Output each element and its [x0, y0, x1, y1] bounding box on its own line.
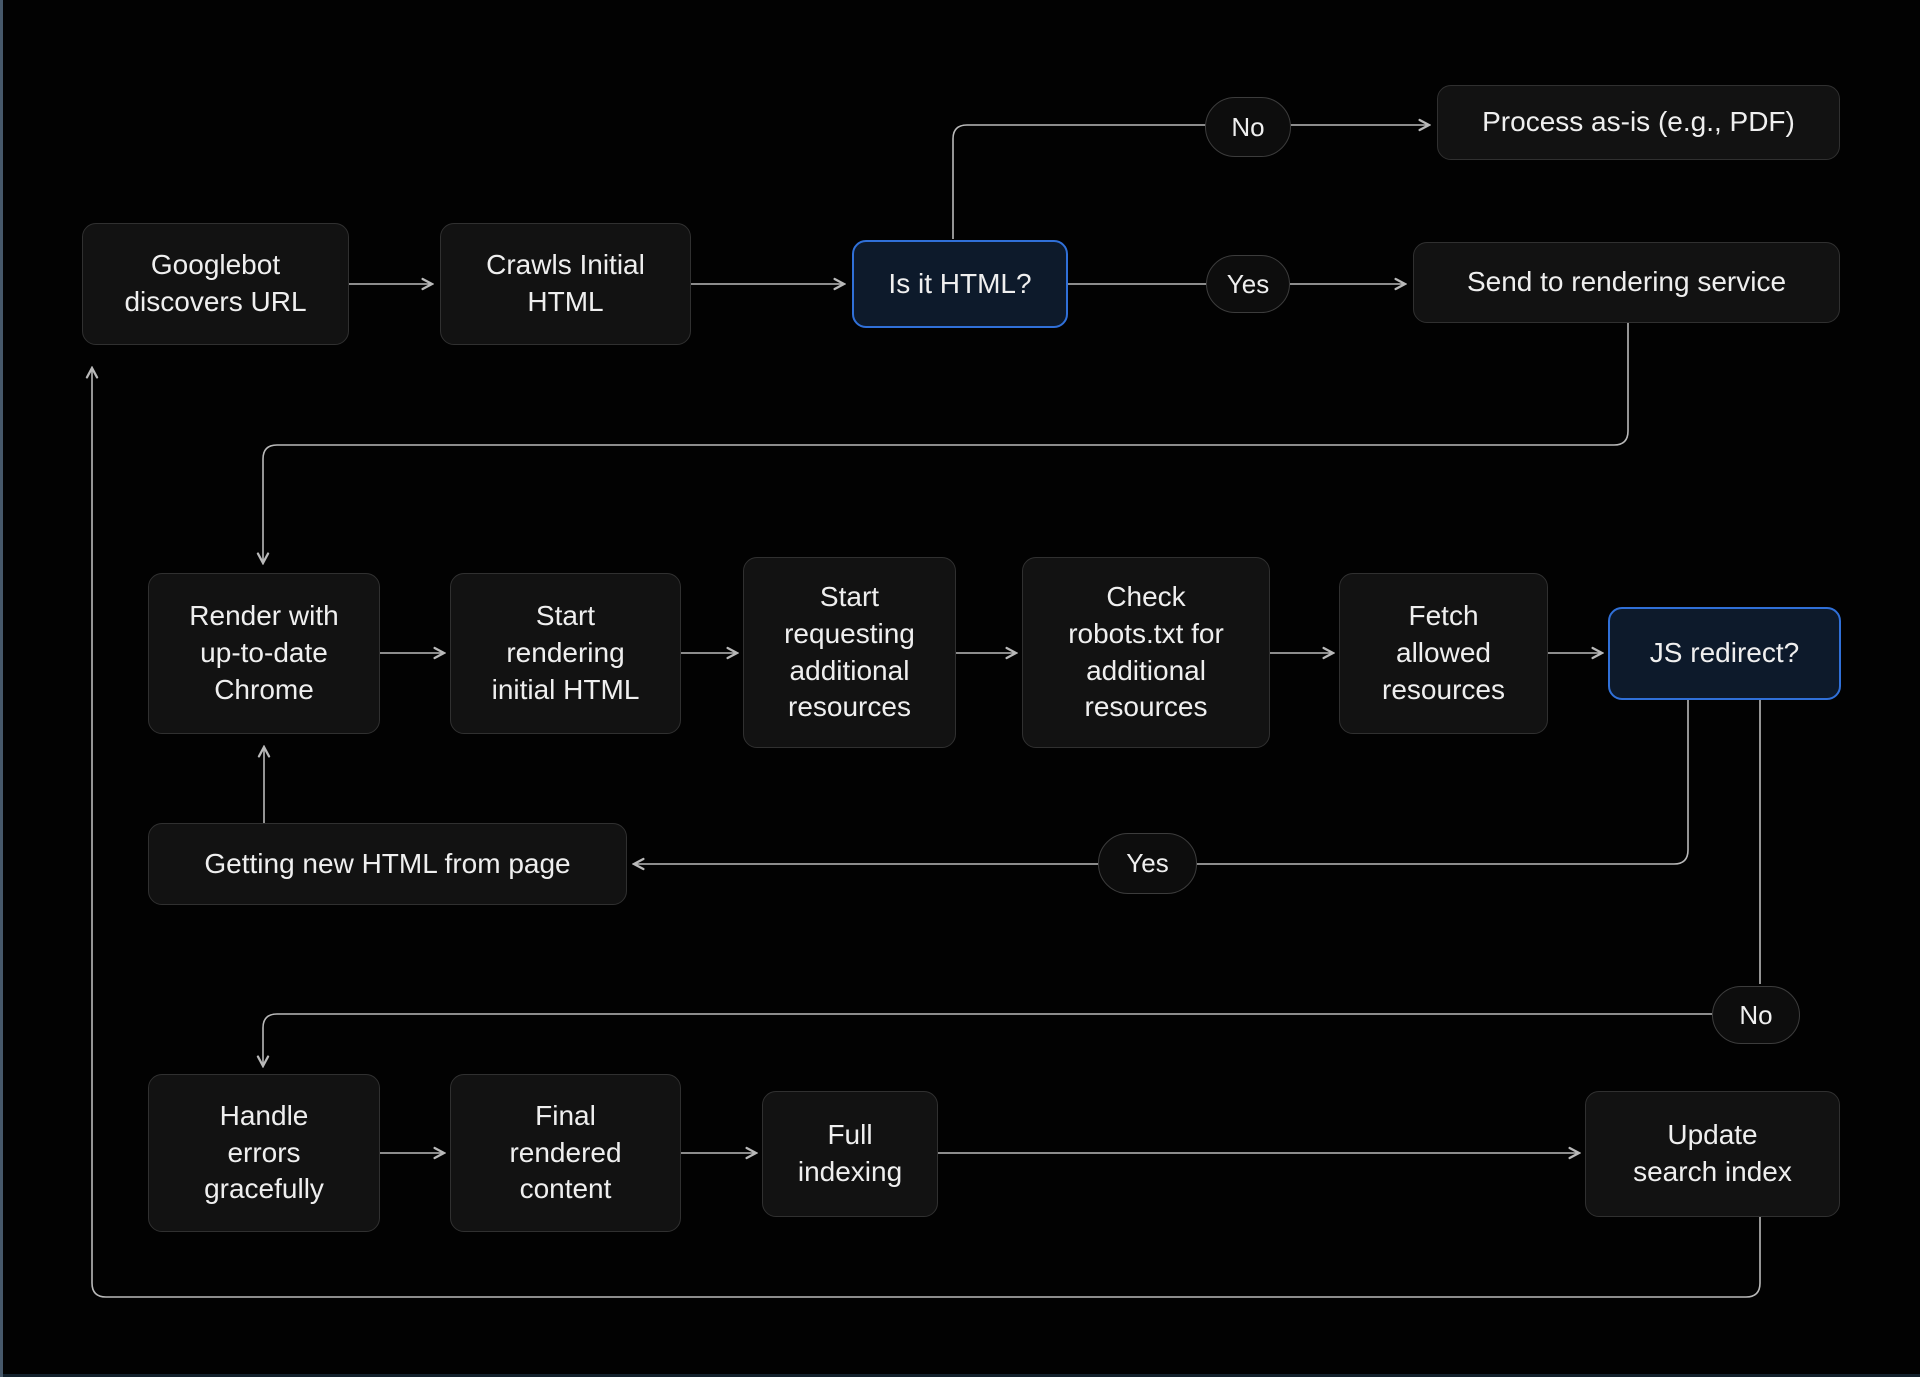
connector-sendrender-to-renderchrome: [263, 323, 1629, 563]
connector-jsredirect-yes-to-gettinghtml: [634, 700, 1689, 864]
node-label: Handle errors gracefully: [204, 1099, 324, 1205]
connector-no-to-handleerrors: [263, 1013, 1712, 1066]
pill-label: Yes: [1126, 848, 1169, 878]
node-check-robots-txt: Check robots.txt for additional resource…: [1022, 557, 1270, 748]
node-label: Send to rendering service: [1466, 266, 1787, 298]
node-full-indexing: Full indexing: [762, 1091, 938, 1217]
edge-label-yes-top: Yes: [1206, 255, 1290, 313]
node-label: Start rendering initial HTML: [491, 600, 640, 705]
node-start-rendering-initial-html: Start rendering initial HTML: [450, 573, 681, 734]
pill-label: Yes: [1226, 268, 1270, 299]
edge-label-no-mid: No: [1712, 986, 1800, 1044]
node-label: Final rendered content: [509, 1099, 622, 1205]
node-label: Process as-is (e.g., PDF): [1482, 106, 1795, 138]
node-start-requesting-resources: Start requesting additional resources: [743, 557, 956, 748]
pill-label: No: [1231, 111, 1265, 142]
node-label: JS redirect?: [1649, 637, 1800, 669]
node-send-to-rendering-service: Send to rendering service: [1413, 242, 1840, 323]
node-update-search-index: Update search index: [1585, 1091, 1840, 1217]
node-js-redirect: JS redirect?: [1608, 607, 1841, 700]
window-edge-left: [0, 0, 3, 1377]
connector-ishtml-up-to-no: [952, 124, 1206, 239]
node-label: Is it HTML?: [888, 267, 1032, 299]
node-label: Check robots.txt for additional resource…: [1068, 580, 1224, 723]
node-render-with-chrome: Render with up-to-date Chrome: [148, 573, 380, 734]
node-label: Full indexing: [797, 1119, 903, 1187]
node-label: Googlebot discovers URL: [124, 249, 307, 317]
edge-label-yes-mid: Yes: [1098, 833, 1197, 894]
node-label: Getting new HTML from page: [204, 847, 571, 879]
node-final-rendered-content: Final rendered content: [450, 1074, 681, 1232]
window-edge-bottom: [0, 1374, 1920, 1377]
node-handle-errors-gracefully: Handle errors gracefully: [148, 1074, 380, 1232]
node-getting-new-html: Getting new HTML from page: [148, 823, 627, 905]
node-label: Fetch allowed resources: [1382, 600, 1505, 705]
node-process-as-is: Process as-is (e.g., PDF): [1437, 85, 1840, 160]
node-label: Render with up-to-date Chrome: [189, 600, 339, 705]
node-fetch-allowed-resources: Fetch allowed resources: [1339, 573, 1548, 734]
node-label: Start requesting additional resources: [784, 580, 915, 723]
node-label: Crawls Initial HTML: [486, 249, 645, 317]
pill-label: No: [1739, 999, 1773, 1030]
node-googlebot-discovers-url: Googlebot discovers URL: [82, 223, 349, 345]
node-crawls-initial-html: Crawls Initial HTML: [440, 223, 691, 345]
connector-updateindex-loop-to-googlebot: [92, 368, 1761, 1298]
node-is-it-html: Is it HTML?: [852, 240, 1068, 328]
edge-label-no-top: No: [1205, 97, 1291, 157]
node-label: Update search index: [1633, 1119, 1792, 1187]
